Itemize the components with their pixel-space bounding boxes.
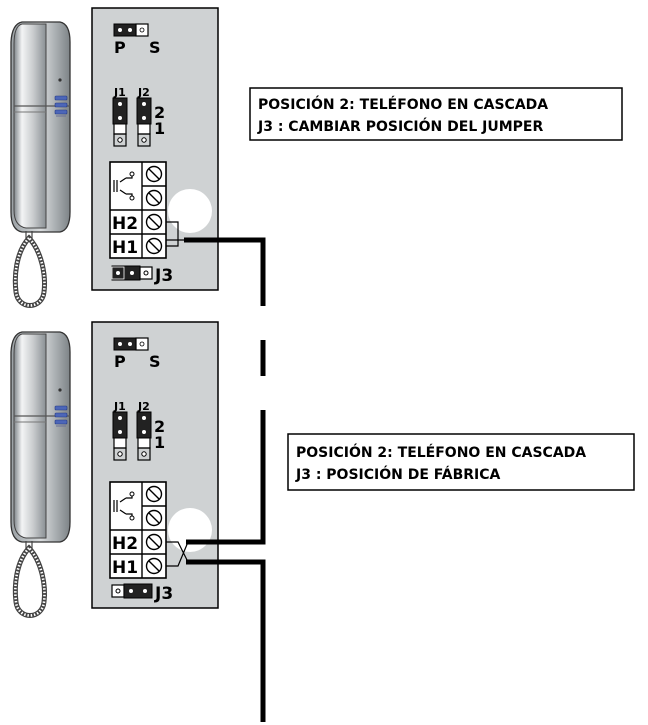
jumper-position-1: 1 bbox=[154, 119, 165, 138]
jumper-label-j3: J3 bbox=[154, 584, 173, 604]
note-line-1: POSICIÓN 2: TELÉFONO EN CASCADA bbox=[296, 443, 586, 461]
jumper-label-j2: J2 bbox=[137, 400, 150, 413]
intercom-unit-top: P S J1 J2 2 1 bbox=[11, 7, 623, 306]
jumper-position-2: 2 bbox=[154, 103, 165, 122]
switch-icon bbox=[113, 174, 133, 198]
terminal-label-h2: H2 bbox=[112, 214, 138, 234]
jumper-ps bbox=[113, 23, 149, 37]
jumper-position-1: 1 bbox=[154, 433, 165, 452]
switch-icon bbox=[113, 494, 133, 518]
jumper-label-p: P bbox=[114, 38, 126, 57]
jumper-label-p: P bbox=[114, 352, 126, 371]
note-line-2: J3 : CAMBIAR POSICIÓN DEL JUMPER bbox=[257, 117, 543, 135]
jumper-j1-j2 bbox=[112, 411, 152, 461]
jumper-label-s: S bbox=[149, 38, 161, 57]
wiring-top bbox=[166, 221, 266, 306]
jumper-position-2: 2 bbox=[154, 417, 165, 436]
terminal-label-h1: H1 bbox=[112, 558, 138, 578]
note-line-1: POSICIÓN 2: TELÉFONO EN CASCADA bbox=[258, 95, 548, 113]
jumper-j1-j2 bbox=[112, 97, 152, 147]
terminal-label-h1: H1 bbox=[112, 238, 138, 258]
intercom-unit-bottom: P S J1 J2 2 1 bbox=[11, 321, 635, 722]
jumper-label-j3: J3 bbox=[154, 266, 173, 286]
jumper-j3 bbox=[111, 265, 153, 281]
terminal-block bbox=[109, 481, 167, 579]
jumper-label-j2: J2 bbox=[137, 86, 150, 99]
handset-icon bbox=[11, 22, 70, 306]
handset-icon bbox=[11, 332, 70, 616]
cable-entry-hole bbox=[168, 508, 212, 552]
jumper-label-s: S bbox=[149, 352, 161, 371]
jumper-j3 bbox=[111, 583, 153, 599]
jumper-label-j1: J1 bbox=[113, 400, 126, 413]
jumper-ps bbox=[113, 337, 149, 351]
terminal-block bbox=[109, 161, 167, 259]
wiring-bottom bbox=[166, 410, 266, 722]
note-box-bottom: POSICIÓN 2: TELÉFONO EN CASCADA J3 : POS… bbox=[287, 433, 635, 491]
note-line-2: J3 : POSICIÓN DE FÁBRICA bbox=[295, 465, 501, 483]
jumper-label-j1: J1 bbox=[113, 86, 126, 99]
cable-entry-hole bbox=[168, 189, 212, 233]
note-box-top: POSICIÓN 2: TELÉFONO EN CASCADA J3 : CAM… bbox=[249, 87, 623, 141]
terminal-label-h2: H2 bbox=[112, 534, 138, 554]
